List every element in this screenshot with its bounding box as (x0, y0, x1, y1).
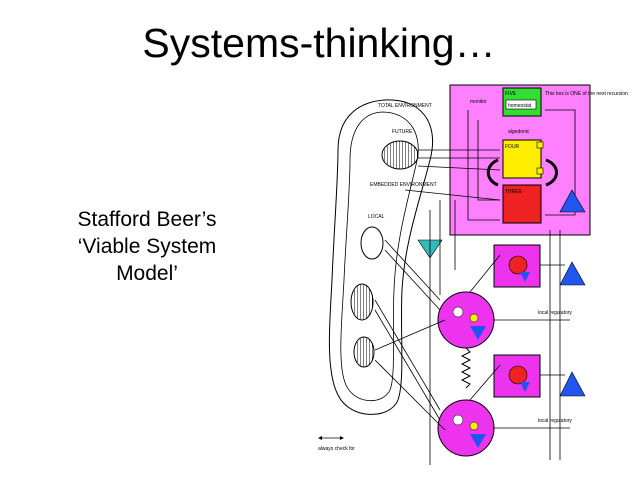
homeostat-loop-arrow-left (486, 158, 499, 187)
coordination-spring (460, 347, 472, 389)
regulator-triangle-3 (559, 371, 586, 397)
regulator-triangle-2 (559, 261, 586, 286)
env-label-embedded: EMBEDDED ENVIRONMENT (370, 182, 437, 188)
system-four-box (502, 139, 542, 179)
future-environment-ellipse (381, 140, 419, 170)
operation-circle-2 (437, 399, 495, 457)
local-environment-ellipse-2 (350, 283, 374, 321)
caption-line-3: Model’ (116, 262, 178, 285)
label-local-regulatory-1: local regulatory (538, 310, 572, 316)
meta-label-three: THREE (505, 189, 523, 195)
system-three-box (502, 184, 542, 224)
slide-title: Systems-thinking… (142, 20, 496, 66)
env-label-total: TOTAL ENVIRONMENT (378, 103, 432, 109)
caption-line-1: Stafford Beer’s (77, 208, 217, 231)
caption-line-2: ‘Viable System (77, 235, 217, 258)
local-environment-ellipse-1 (360, 226, 384, 260)
diagram-caption: Stafford Beer’s ‘Viable System Model’ (52, 206, 242, 287)
diagram-legend: always check for (318, 436, 355, 452)
total-environment-outline (328, 99, 434, 415)
legend-label: always check for (318, 446, 355, 452)
meta-label-four: FOUR (505, 144, 520, 150)
env-label-future: FUTURE (392, 129, 413, 135)
label-local-regulatory-2: local regulatory (538, 418, 572, 424)
regulator-triangle-1 (559, 189, 586, 213)
environment-inner-outline (340, 111, 419, 402)
meta-label-five: FIVE (505, 91, 517, 97)
operation-circle-1 (437, 291, 495, 349)
meta-label-monitor: monitor (470, 99, 487, 105)
meta-label-homeostat: homeostat (508, 103, 532, 109)
local-environment-ellipse-3 (353, 336, 375, 368)
meta-label-note: This box is ONE of the next recursion (545, 91, 628, 97)
environment-connections (374, 149, 570, 465)
homeostat-loop-arrow-right (545, 158, 558, 187)
meta-label-algedonic: algedonic (508, 129, 530, 135)
env-label-local: LOCAL (368, 214, 385, 220)
